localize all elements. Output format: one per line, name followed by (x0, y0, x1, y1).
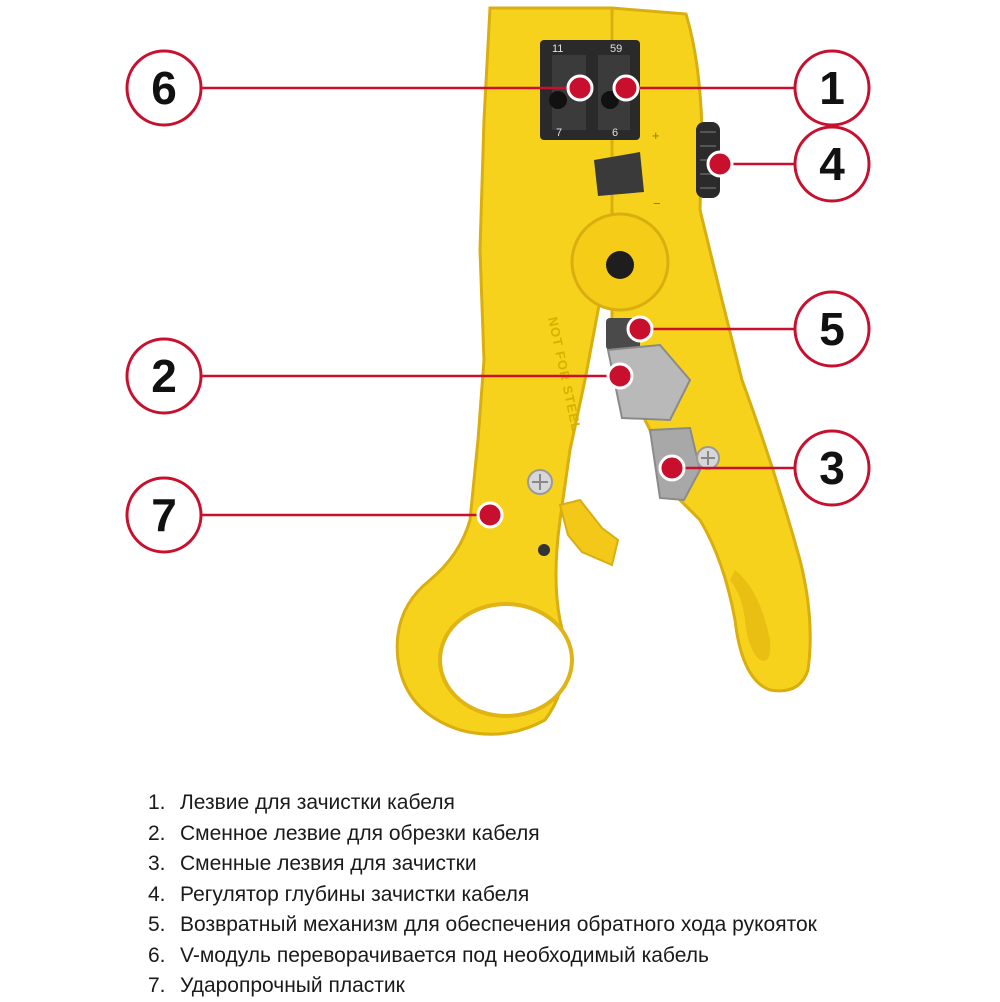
callout-marker (476, 501, 504, 529)
cutting-blade (606, 343, 692, 422)
callouts: 6 1 4 5 2 (125, 49, 871, 554)
rivet (538, 544, 550, 556)
cable-stripper-tool: 11 59 7 6 + − NOT FOR STEEL (395, 6, 812, 736)
legend-number: 4. (148, 882, 166, 906)
callout-circle (793, 429, 871, 507)
die-number: 7 (556, 127, 562, 139)
legend-number: 6. (148, 943, 166, 967)
callout-circle (793, 290, 871, 368)
legend-number: 7. (148, 974, 166, 997)
legend-number: 1. (148, 791, 166, 814)
tool-diagram: 11 59 7 6 + − NOT FOR STEEL (125, 6, 871, 736)
finger-ring-hole (438, 602, 574, 718)
callout-number: 2 (151, 350, 177, 402)
legend-text: Возвратный механизм для обеспечения обра… (180, 913, 817, 936)
legend-number: 5. (148, 913, 166, 936)
callout-1: 1 (612, 49, 871, 127)
lock-trigger (558, 498, 620, 567)
callout-number: 1 (819, 62, 845, 114)
callout-marker (566, 74, 594, 102)
right-handle (610, 6, 812, 693)
legend-item: 3. Сменные лезвия для зачистки (148, 849, 968, 880)
callout-marker (612, 74, 640, 102)
callout-3: 3 (658, 429, 871, 507)
legend-item: 2. Сменное лезвие для обрезки кабеля (148, 819, 968, 850)
legend-text: Сменные лезвия для зачистки (180, 852, 477, 875)
legend-text: Лезвие для зачистки кабеля (180, 791, 455, 814)
die-number: 6 (612, 127, 618, 139)
legend-item: 6. V-модуль переворачивается под необходи… (148, 941, 968, 972)
callout-circle (125, 49, 203, 127)
legend-number: 2. (148, 821, 166, 845)
callout-number: 5 (819, 303, 845, 355)
callout-6: 6 (125, 49, 594, 127)
depth-scale-minus: − (653, 196, 661, 211)
pivot-screw (606, 251, 634, 279)
callout-marker (706, 150, 734, 178)
legend-item: 1. Лезвие для зачистки кабеля (148, 788, 968, 819)
callout-number: 7 (151, 489, 177, 541)
callout-number: 3 (819, 442, 845, 494)
callout-5: 5 (626, 290, 871, 368)
callout-circle (125, 476, 203, 554)
callout-4: 4 (706, 125, 871, 203)
legend-item: 7. Ударопрочный пластик (148, 971, 968, 1002)
right-handle-hook (730, 570, 771, 661)
depth-scale-plus: + (652, 128, 660, 143)
legend-number: 3. (148, 852, 166, 875)
left-handle (395, 6, 614, 736)
callout-circle (793, 49, 871, 127)
callout-circle (793, 125, 871, 203)
legend-item: 5. Возвратный механизм для обеспечения об… (148, 910, 968, 941)
callout-7: 7 (125, 476, 504, 554)
legend-item: 4. Регулятор глубины зачистки кабеля (148, 880, 968, 911)
legend-list: 1. Лезвие для зачистки кабеля 2. Сменное л… (148, 788, 968, 1002)
callout-marker (658, 454, 686, 482)
callout-circle (125, 337, 203, 415)
callout-2: 2 (125, 337, 634, 415)
legend-text: Ударопрочный пластик (180, 974, 405, 997)
die-number: 11 (552, 43, 563, 55)
callout-marker (606, 362, 634, 390)
callout-marker (626, 315, 654, 343)
callout-number: 6 (151, 62, 177, 114)
die-number: 59 (610, 43, 622, 55)
strip-slot (594, 152, 644, 196)
legend-text: V-модуль переворачивается под необходимы… (180, 943, 709, 967)
legend-text: Сменное лезвие для обрезки кабеля (180, 821, 540, 845)
callout-number: 4 (819, 138, 845, 190)
legend-text: Регулятор глубины зачистки кабеля (180, 882, 530, 906)
